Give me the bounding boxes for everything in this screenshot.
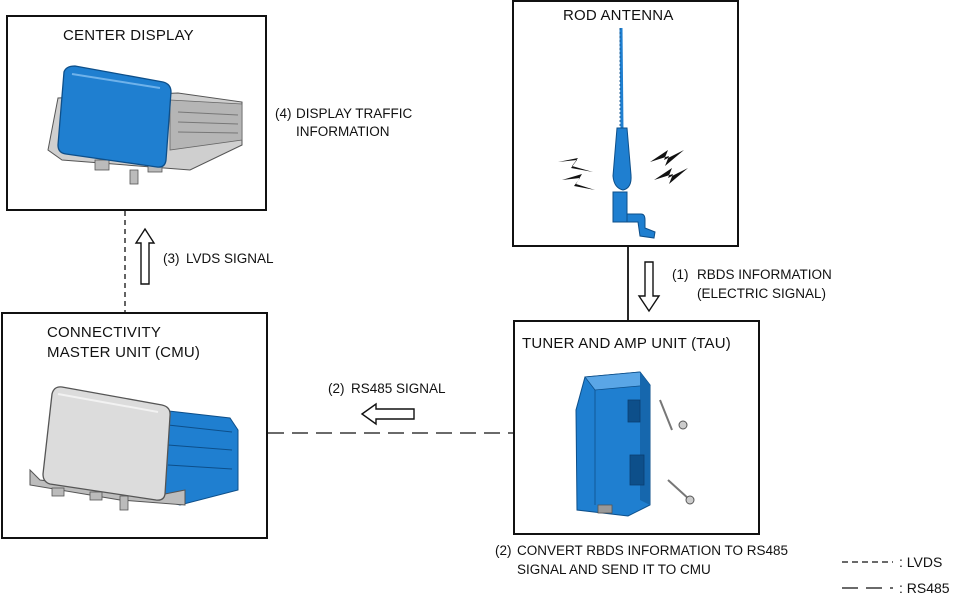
step1-line1: RBDS INFORMATION <box>697 267 832 282</box>
rs485-arrow-icon <box>360 402 415 426</box>
step2-convert-line1: CONVERT RBDS INFORMATION TO RS485 <box>517 543 789 558</box>
cmu-title-line2: MASTER UNIT (CMU) <box>47 344 201 361</box>
lvds-arrow-icon <box>134 227 156 285</box>
step3-number: (3) <box>163 251 180 266</box>
center-display-title: CENTER DISPLAY <box>63 27 194 44</box>
step2-convert-number: (2) <box>495 543 512 558</box>
legend-rs485-label: : RS485 <box>899 580 950 596</box>
tau-title: TUNER AND AMP UNIT (TAU) <box>522 335 731 352</box>
rbds-arrow-icon <box>637 261 661 313</box>
tau-device-icon <box>575 371 695 517</box>
legend-lvds-label: : LVDS <box>899 554 943 570</box>
step1-line2: (ELECTRIC SIGNAL) <box>697 286 827 301</box>
step4-number: (4) <box>275 106 292 121</box>
step3-text: LVDS SIGNAL <box>186 251 274 266</box>
radio-wave-bolts-icon <box>558 150 688 190</box>
step2-convert-line2: SIGNAL AND SEND IT TO CMU <box>517 562 711 577</box>
rod-antenna-title: ROD ANTENNA <box>563 7 674 24</box>
step2-signal-number: (2) <box>328 381 345 396</box>
center-display-device-icon <box>47 65 243 185</box>
step4-line2: INFORMATION <box>296 124 390 139</box>
step1-number: (1) <box>672 267 689 282</box>
step4-line1: DISPLAY TRAFFIC <box>296 106 413 121</box>
step2-signal-text: RS485 SIGNAL <box>351 381 446 396</box>
cmu-device-icon <box>29 386 239 511</box>
rod-antenna-device-icon <box>612 27 656 239</box>
cmu-title-line1: CONNECTIVITY <box>47 324 162 341</box>
